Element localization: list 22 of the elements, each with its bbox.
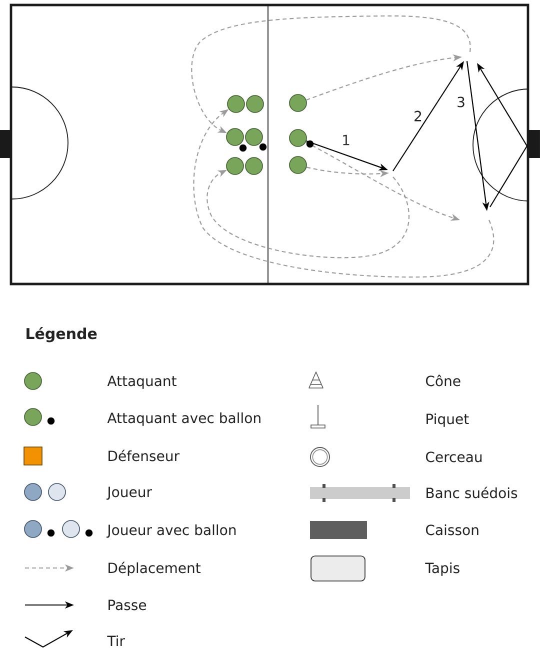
legend-label: Cerceau — [426, 452, 482, 462]
legend-label: Joueur — [106, 486, 152, 500]
legend-label: Attaquant — [107, 376, 176, 389]
player-circle — [245, 157, 263, 175]
player-circle — [289, 156, 307, 174]
legend-label: Déplacement — [108, 562, 201, 576]
player-circle — [226, 157, 244, 175]
legend-label: Joueur avec ballon — [106, 524, 236, 538]
legend-heading: Légende — [26, 327, 97, 342]
legend-label: Tapis — [425, 562, 460, 576]
legend-label: Piquet — [426, 413, 469, 427]
dashed-arrow — [193, 109, 494, 278]
legend-label: Passe — [108, 600, 146, 610]
legend-label: Tir — [107, 635, 125, 646]
legend-label: Banc suédois — [426, 486, 518, 498]
dashed-arrow — [206, 170, 410, 258]
legend-label: Caisson — [426, 524, 478, 536]
pass-number: 1 — [340, 134, 352, 146]
legend-label: Défenseur — [108, 450, 180, 462]
player-circle — [289, 129, 307, 147]
legend-label: Cône — [426, 374, 460, 386]
legend-label: Attaquant avec ballon — [107, 412, 260, 426]
